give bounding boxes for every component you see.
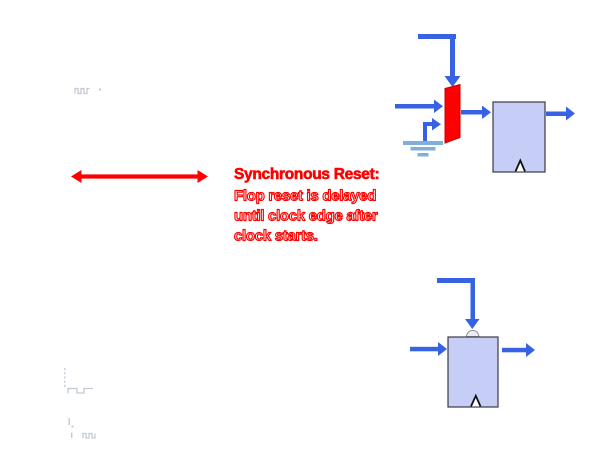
flip-flop-body <box>492 101 546 173</box>
arrow-shaft <box>410 346 438 352</box>
annotation-line-3: clock starts. <box>234 228 318 245</box>
async-reset-arrow <box>437 278 480 329</box>
async-pin-dome-icon <box>465 329 480 338</box>
arrow-shaft <box>395 104 434 109</box>
arrowhead-down-icon <box>465 319 480 329</box>
sync-reset-circuit <box>395 34 575 173</box>
mux-output-arrow <box>461 105 491 119</box>
arrowhead-right-icon <box>526 343 535 357</box>
ground-icon <box>403 141 443 157</box>
arrowhead-right-icon <box>482 105 491 119</box>
arrow-shaft <box>546 111 566 116</box>
ground-bar-3 <box>417 153 429 157</box>
faint-waveform-marks-top <box>74 87 101 95</box>
async-reset-circuit <box>410 278 535 408</box>
mini-tick <box>68 418 70 425</box>
reset-select-arrow <box>418 34 461 87</box>
data-input-arrow <box>410 342 447 356</box>
clock-wedge-icon <box>514 158 526 172</box>
double-arrow-shaft <box>80 174 199 179</box>
faint-waveform-marks-bottom <box>64 368 96 439</box>
flip-flop-async <box>447 336 499 408</box>
flip-flop-body <box>447 336 499 408</box>
sync-reset-annotation: Synchronous Reset: Flop reset is delayed… <box>233 166 380 245</box>
mini-waveform-icon <box>67 387 93 394</box>
arrowhead-right-icon <box>438 342 447 356</box>
elbow-vertical <box>450 34 455 77</box>
ground-lead-horizontal <box>423 122 433 126</box>
mini-waveform-icon <box>82 432 96 439</box>
flop-output-arrow <box>546 106 575 121</box>
mini-tick <box>71 432 73 438</box>
clock-wedge-icon <box>470 393 482 407</box>
arrowhead-right-icon <box>197 170 208 183</box>
arrowhead-right-icon <box>432 118 441 131</box>
reset-delay-measure-arrow <box>71 170 208 183</box>
flip-flop-sync <box>492 101 546 173</box>
arrowhead-right-icon <box>566 106 575 121</box>
arrow-shaft <box>502 347 526 353</box>
ground-input <box>403 118 443 157</box>
mux-shape <box>444 83 461 144</box>
annotation-line-1: Flop reset is delayed <box>234 188 376 205</box>
arrowhead-right-icon <box>434 99 443 113</box>
elbow-horizontal <box>418 34 456 39</box>
elbow-horizontal <box>437 278 475 283</box>
arrow-shaft <box>461 110 482 115</box>
elbow-vertical <box>470 278 475 320</box>
flop-output-arrow <box>502 343 535 357</box>
mini-dot <box>71 425 74 428</box>
annotation-line-2: until clock edge after <box>234 208 378 225</box>
mini-waveform-icon <box>74 87 90 95</box>
ground-bar-1 <box>403 141 443 145</box>
arrowhead-left-icon <box>71 170 82 183</box>
annotation-title: Synchronous Reset: <box>234 166 379 183</box>
mini-dot <box>99 88 101 91</box>
ground-bar-2 <box>410 147 436 151</box>
ground-lead-vertical <box>423 122 427 141</box>
data-input-arrow <box>395 99 443 113</box>
arrowhead-down-icon <box>444 76 461 87</box>
